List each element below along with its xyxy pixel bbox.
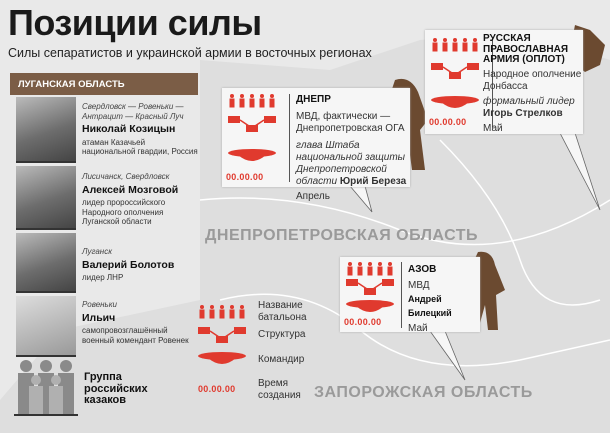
legend-commander-label: Командир xyxy=(258,354,305,365)
battalion-roa-card: 00.00.00 РУССКАЯ ПРАВОСЛАВНАЯ АРМИЯ (ОПЛ… xyxy=(425,30,583,134)
person-location: Ровеньки xyxy=(82,300,117,309)
commander-name: Игорь Стрелков xyxy=(483,107,563,119)
photo-bolotov xyxy=(16,233,76,293)
photo-mozgovoy xyxy=(16,166,76,230)
region-label-dnipro: ДНЕПРОПЕТРОВСКАЯ ОБЛАСТЬ xyxy=(205,227,479,244)
commander-role: формальный лидер xyxy=(483,95,575,107)
commander-name: Андрей Билецкий xyxy=(408,294,452,318)
photo-kozitsyn xyxy=(16,97,76,163)
legend-name-icon xyxy=(199,305,245,319)
commander-name: Юрий Береза xyxy=(339,176,407,187)
legend-structure-icon xyxy=(198,327,247,344)
person-ilyich: Ровеньки Ильич самопровозглашённый военн… xyxy=(82,300,200,345)
structure-icon xyxy=(228,116,277,133)
battalion-name-icon xyxy=(432,38,478,52)
cossacks-group-label: Группа российских казаков xyxy=(84,371,148,407)
person-name: Ильич xyxy=(82,311,116,324)
person-location: Свердловск — Ровеньки — Антрацит — Красн… xyxy=(82,102,184,121)
date-label: 00.00.00 xyxy=(344,317,382,327)
person-location: Луганск xyxy=(82,247,112,256)
battalion-azov-card: 00.00.00 АЗОВ МВД Андрей Билецкий Май xyxy=(340,257,480,334)
legend-time-label: Время создания xyxy=(258,378,301,401)
commander-icon xyxy=(228,149,276,161)
person-kozitsyn: Свердловск — Ровеньки — Антрацит — Красн… xyxy=(82,102,200,157)
person-role: атаман Казачьей национальной гвардии, Ро… xyxy=(82,137,198,157)
battalion-time: Апрель xyxy=(296,191,330,202)
battalion-commander: глава Штаба национальной защиты Днепропе… xyxy=(296,140,408,188)
legend-name-label: Название батальона xyxy=(258,300,307,323)
commander-role: глава Штаба национальной защиты Днепропе… xyxy=(296,140,406,187)
photo-ilyich xyxy=(16,296,76,357)
page-title: Позиции силы xyxy=(8,2,262,43)
battalion-name: ДНЕПР xyxy=(296,94,331,105)
battalion-name-icon xyxy=(229,94,275,108)
battalion-time: Май xyxy=(483,122,503,134)
date-label: 00.00.00 xyxy=(429,117,467,127)
commander-icon xyxy=(346,300,394,312)
page-subtitle: Силы сепаратистов и украинской армии в в… xyxy=(8,46,372,60)
structure-icon xyxy=(346,279,395,296)
battalion-structure: Народное ополчение Донбасса xyxy=(483,68,582,92)
region-label-zaporizhzhia: ЗАПОРОЖСКАЯ ОБЛАСТЬ xyxy=(314,384,533,401)
person-name: Алексей Мозговой xyxy=(82,183,179,196)
battalion-name: АЗОВ xyxy=(408,264,437,275)
legend-commander-icon xyxy=(198,352,246,364)
cossacks-group-icon xyxy=(14,360,78,416)
battalion-structure: МВД, фактически — Днепропетровская ОГА xyxy=(296,111,405,134)
date-label: 00.00.00 xyxy=(226,172,264,182)
person-location: Лисичанск, Свердловск xyxy=(82,172,170,181)
structure-icon xyxy=(431,63,480,80)
person-name: Валерий Болотов xyxy=(82,258,175,271)
battalion-time: Май xyxy=(408,322,428,334)
battalion-structure: МВД xyxy=(408,279,430,291)
person-bolotov: Луганск Валерий Болотов лидер ЛНР xyxy=(82,247,200,283)
battalion-name-icon xyxy=(347,262,393,276)
person-role: лидер пророссийского Народного ополчения… xyxy=(82,198,166,227)
commander-icon xyxy=(431,96,479,108)
person-name: Николай Козицын xyxy=(82,123,176,136)
legend-structure-label: Структура xyxy=(258,329,306,340)
person-role: лидер ЛНР xyxy=(82,273,124,283)
person-role: самопровозглашённый военный комендант Ро… xyxy=(82,326,189,345)
person-mozgovoy: Лисичанск, Свердловск Алексей Мозговой л… xyxy=(82,172,200,227)
battalion-dnepr-card: 00.00.00 ДНЕПР МВД, фактически — Днепроп… xyxy=(222,88,410,202)
battalion-name: РУССКАЯ ПРАВОСЛАВНАЯ АРМИЯ (ОПЛОТ) xyxy=(483,33,569,65)
left-panel-header: ЛУГАНСКАЯ ОБЛАСТЬ xyxy=(10,73,198,95)
legend-date-icon: 00.00.00 xyxy=(198,384,236,394)
